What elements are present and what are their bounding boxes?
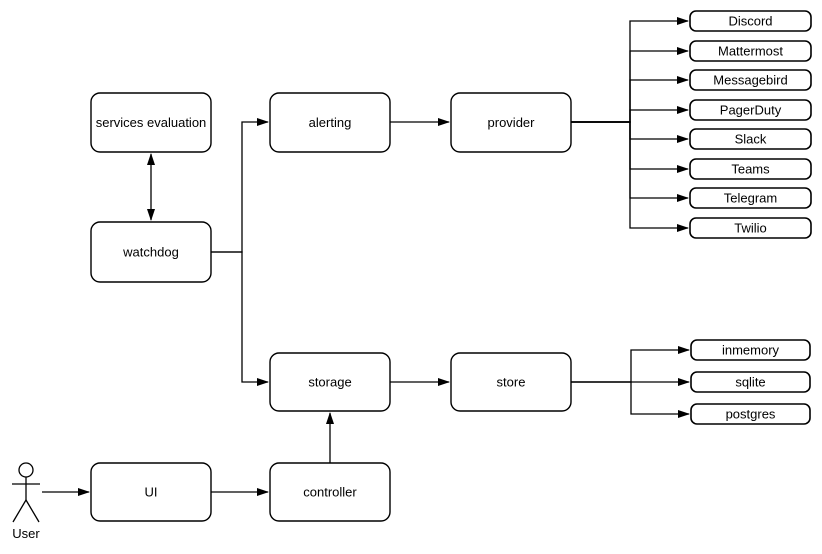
- node-alerting: alerting: [269, 92, 391, 153]
- node-postgres-box: [690, 403, 811, 425]
- node-controller-box: [269, 462, 391, 522]
- node-storage-box: [269, 352, 391, 412]
- node-storage-label: storage: [308, 375, 351, 390]
- edge-watchdog-to-alerting: [211, 118, 269, 253]
- node-teams-label: Teams: [731, 162, 770, 177]
- node-discord-box: [689, 10, 812, 32]
- node-twilio: Twilio: [689, 217, 812, 239]
- edge-provider-to-twilio: [571, 121, 689, 232]
- node-sqlite: sqlite: [690, 371, 811, 393]
- node-ui-label: UI: [145, 485, 158, 500]
- node-telegram-box: [689, 187, 812, 209]
- node-services-evaluation: services evaluation: [90, 92, 212, 153]
- node-twilio-label: Twilio: [734, 221, 767, 236]
- node-watchdog-label: watchdog: [122, 245, 179, 260]
- node-messagebird-box: [689, 69, 812, 91]
- node-controller-label: controller: [303, 485, 357, 500]
- actor-left-leg: [12, 499, 27, 523]
- node-postgres-label: postgres: [726, 407, 776, 422]
- node-ui-box: [90, 462, 212, 522]
- node-inmemory-box: [690, 339, 811, 361]
- node-services-evaluation-label: services evaluation: [96, 115, 207, 130]
- node-discord-label: Discord: [728, 14, 772, 29]
- node-slack-label: Slack: [735, 132, 767, 147]
- node-discord: Discord: [689, 10, 812, 32]
- actor-head: [18, 462, 34, 478]
- node-watchdog: watchdog: [90, 221, 212, 283]
- node-inmemory-label: inmemory: [722, 343, 780, 358]
- node-teams-box: [689, 158, 812, 180]
- node-alerting-label: alerting: [309, 115, 352, 130]
- edge-layer: [42, 17, 690, 496]
- node-pagerduty-box: [689, 99, 812, 121]
- node-messagebird: Messagebird: [689, 69, 812, 91]
- node-sqlite-box: [690, 371, 811, 393]
- node-provider: provider: [450, 92, 572, 153]
- node-slack: Slack: [689, 128, 812, 150]
- node-teams: Teams: [689, 158, 812, 180]
- node-telegram: Telegram: [689, 187, 812, 209]
- node-provider-box: [450, 92, 572, 153]
- node-store: store: [450, 352, 572, 412]
- node-storage: storage: [269, 352, 391, 412]
- edge-watchdog-to-storage: [211, 251, 269, 386]
- node-postgres: postgres: [690, 403, 811, 425]
- actor-right-leg: [25, 499, 40, 523]
- node-store-box: [450, 352, 572, 412]
- node-controller: controller: [269, 462, 391, 522]
- node-messagebird-label: Messagebird: [713, 73, 787, 88]
- node-pagerduty: PagerDuty: [689, 99, 812, 121]
- node-sqlite-label: sqlite: [735, 375, 765, 390]
- actor-user: User: [12, 462, 40, 541]
- node-inmemory: inmemory: [690, 339, 811, 361]
- node-services-evaluation-box: [90, 92, 212, 153]
- edge-provider-to-pagerduty: [571, 106, 689, 123]
- node-slack-box: [689, 128, 812, 150]
- node-mattermost: Mattermost: [689, 40, 812, 62]
- node-pagerduty-label: PagerDuty: [720, 103, 782, 118]
- node-layer: services evaluation watchdog alerting provi…: [90, 10, 812, 522]
- node-twilio-box: [689, 217, 812, 239]
- node-watchdog-box: [90, 221, 212, 283]
- node-mattermost-label: Mattermost: [718, 44, 783, 59]
- edge-store-to-inmemory: [571, 346, 690, 383]
- actor-label: User: [12, 526, 40, 541]
- node-mattermost-box: [689, 40, 812, 62]
- node-provider-label: provider: [488, 115, 536, 130]
- node-telegram-label: Telegram: [724, 191, 777, 206]
- node-store-label: store: [497, 375, 526, 390]
- node-alerting-box: [269, 92, 391, 153]
- node-ui: UI: [90, 462, 212, 522]
- edge-store-to-postgres: [571, 381, 690, 418]
